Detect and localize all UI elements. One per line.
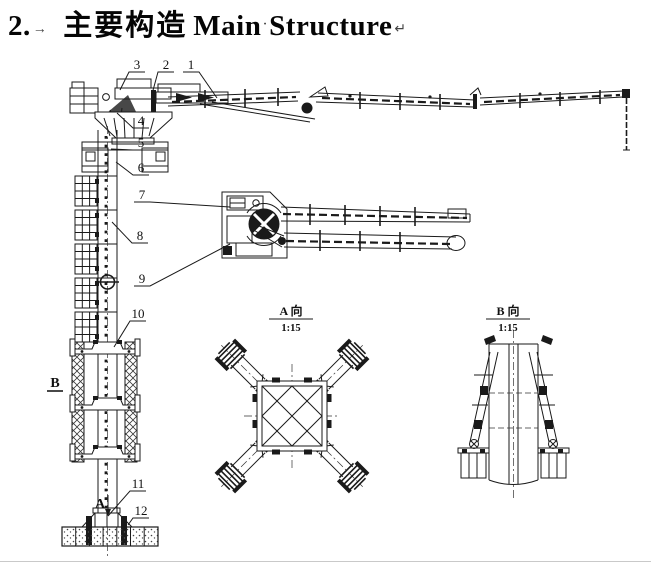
mast-sections <box>74 175 100 343</box>
heading-chinese: 主要构造 <box>63 10 188 42</box>
callout-8-label: 8 <box>137 228 144 243</box>
left-brace <box>457 351 499 479</box>
callout-8: 8 <box>111 221 148 244</box>
callout-12: 12 <box>127 503 149 526</box>
tab-mark: → <box>32 22 48 37</box>
callout-9-label: 9 <box>139 271 146 286</box>
callout-9: 9 <box>134 243 231 287</box>
callout-5: 5 <box>110 135 149 151</box>
word-separator-mark: · <box>262 16 269 33</box>
view-b-title: B 向 1:15 <box>486 303 530 334</box>
view-marker-a-label: A <box>95 497 106 512</box>
callout-10-label: 10 <box>132 306 145 321</box>
callout-1-label: 1 <box>188 57 195 72</box>
view-b-name: B 向 <box>496 303 519 318</box>
end-hose <box>622 89 630 151</box>
callout-2: 2 <box>151 57 174 95</box>
view-a-scale: 1:15 <box>281 323 300 334</box>
right-brace <box>528 351 570 479</box>
heading-number: 2. <box>8 10 31 42</box>
callout-12-label: 12 <box>135 503 148 518</box>
callout-6: 6 <box>115 160 149 176</box>
tower-head <box>69 78 229 173</box>
view-a-name: A 向 <box>279 303 302 318</box>
ballast-blocks <box>61 526 159 547</box>
callout-5-label: 5 <box>138 135 145 150</box>
paragraph-mark: ↵ <box>394 22 407 37</box>
cross-base-plan-view <box>210 334 374 498</box>
callout-10: 10 <box>113 306 146 348</box>
callout-3: 3 <box>119 57 145 91</box>
callout-11-label: 11 <box>132 476 145 491</box>
view-marker-b-label: B <box>50 376 59 391</box>
folded-boom-arms <box>251 204 471 252</box>
callout-4: 4 <box>116 112 149 129</box>
callout-6-label: 6 <box>138 160 145 175</box>
page-bottom-rule <box>0 561 651 562</box>
counterweight <box>69 81 99 114</box>
callouts: 1 2 3 4 5 6 7 <box>107 57 231 526</box>
view-a-title: A 向 1:15 <box>269 303 313 334</box>
callout-3-label: 3 <box>134 57 141 72</box>
support-frame <box>81 141 169 173</box>
slewing-platform <box>94 111 173 145</box>
callout-1: 1 <box>183 57 218 99</box>
callout-2-label: 2 <box>163 57 170 72</box>
callout-4-label: 4 <box>138 113 145 128</box>
callout-11: 11 <box>107 476 146 517</box>
heading-english-word1: Main <box>193 10 262 42</box>
heading-english-word2: Structure <box>269 10 393 42</box>
view-marker-a: A <box>95 495 111 516</box>
callout-7: 7 <box>134 187 231 208</box>
view-b-scale: 1:15 <box>498 323 517 334</box>
climbing-frame-view <box>457 330 570 498</box>
callout-7-label: 7 <box>139 187 146 202</box>
folded-boom-view <box>221 191 471 259</box>
boom-elevation <box>167 86 630 151</box>
climbing-collar <box>96 274 119 290</box>
view-marker-b: B <box>47 376 63 392</box>
